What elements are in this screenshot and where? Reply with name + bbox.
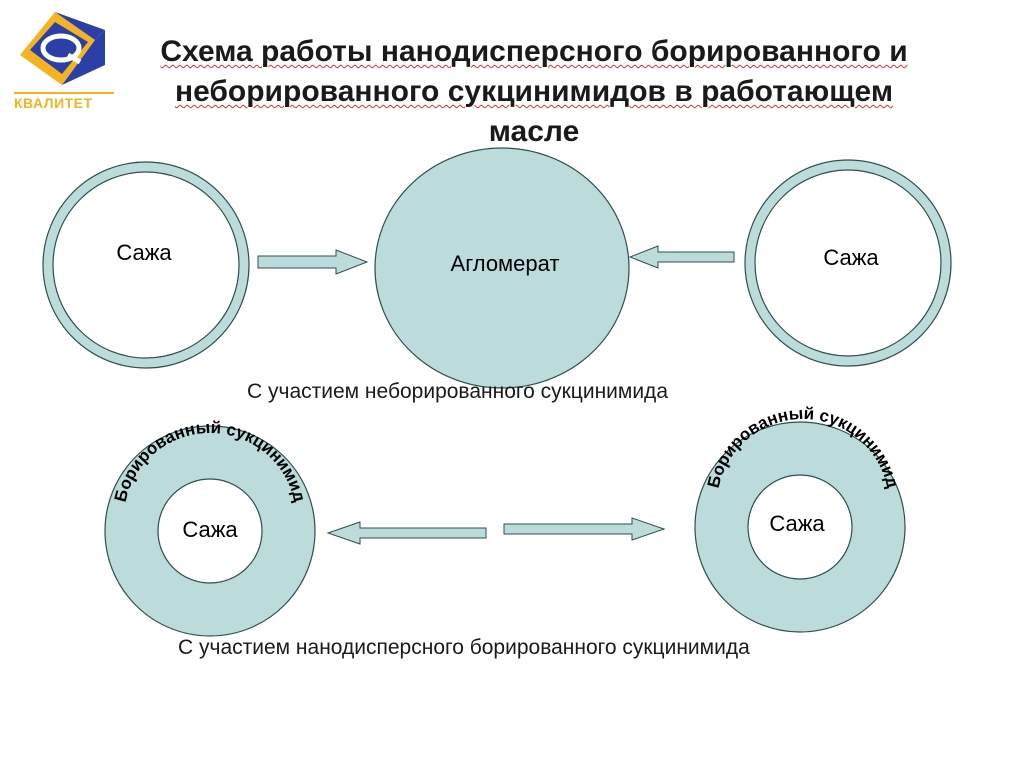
top-scheme: Сажа Агломерат Сажа xyxy=(42,147,952,389)
left-soot-inner xyxy=(52,171,240,359)
arrow-right-bottom-icon xyxy=(503,517,666,541)
kvalitet-logo: КВАЛИТЕТ xyxy=(0,0,130,130)
right-soot-inner xyxy=(754,169,942,357)
bottom-scheme: Борированный сукцинимид Сажа Борированны… xyxy=(104,404,906,637)
slide-title: Схема работы нанодисперсного борированно… xyxy=(100,32,968,152)
logo-emblem-icon xyxy=(20,12,105,85)
title-line-1: Схема работы нанодисперсного борированно… xyxy=(100,32,968,72)
left-boron-inner xyxy=(157,478,263,584)
title-line-3: масле xyxy=(488,115,580,148)
title-line-1-text: Схема работы нанодисперсного борированно… xyxy=(160,35,908,68)
bottom-scheme-caption: С участием нанодисперсного борированного… xyxy=(178,636,750,659)
left-ring-inner-label: Сажа xyxy=(182,517,238,542)
right-ring-inner-label: Сажа xyxy=(769,511,825,536)
right-soot-label: Сажа xyxy=(823,245,879,270)
logo-text: КВАЛИТЕТ xyxy=(14,92,114,111)
arrow-left-bottom-icon xyxy=(326,521,487,545)
arrow-right-icon xyxy=(257,249,369,275)
agglomerate-circle xyxy=(374,147,630,389)
right-boron-inner xyxy=(747,474,853,580)
top-scheme-caption: С участием неборированного сукцинимида xyxy=(247,380,668,403)
title-line-2-text: неборированного сукцинимидов в работающе… xyxy=(174,75,894,108)
left-soot-label: Сажа xyxy=(116,240,172,265)
title-line-2: неборированного сукцинимидов в работающе… xyxy=(100,72,968,112)
arrow-left-icon xyxy=(628,245,735,269)
agglomerate-label: Агломерат xyxy=(451,251,560,276)
